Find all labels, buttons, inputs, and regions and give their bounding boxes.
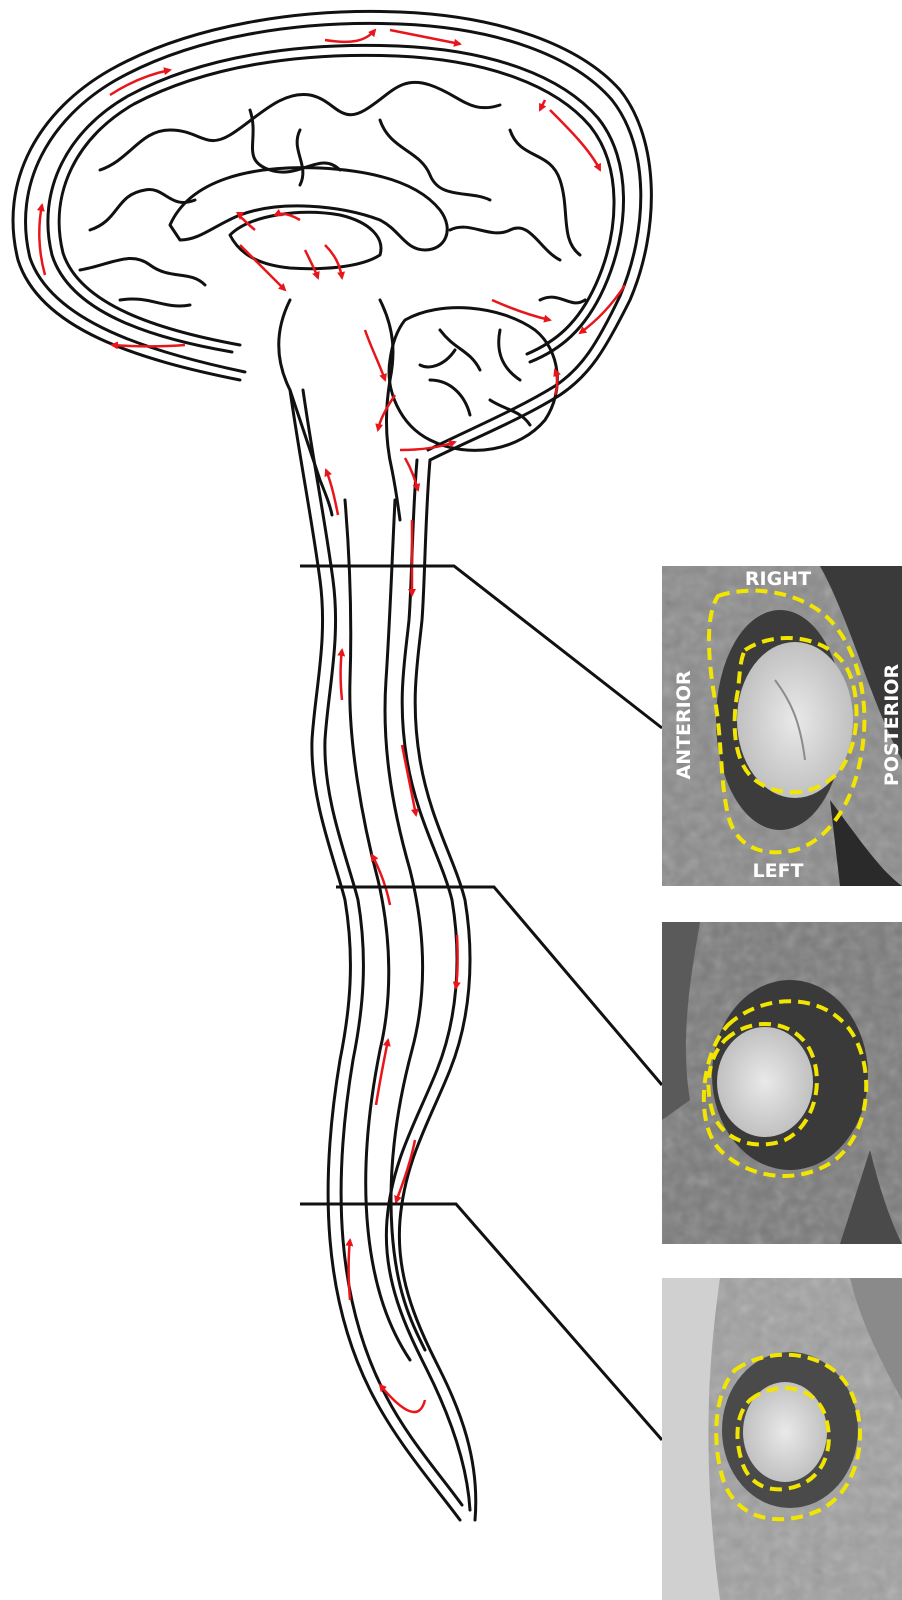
flow-arrow	[403, 457, 421, 492]
flow-arrow	[337, 648, 346, 701]
flow-arrow	[236, 211, 256, 231]
outer-roi-outline	[714, 1352, 862, 1522]
level-line-middle	[336, 885, 664, 1086]
flow-arrow	[553, 368, 561, 396]
csf-flow-arrows	[36, 28, 627, 1414]
label-right: RIGHT	[745, 568, 811, 590]
flow-arrow	[491, 298, 552, 323]
level-line-upper	[300, 564, 663, 730]
flow-arrow	[399, 440, 457, 452]
mri-panel-upper: RIGHT LEFT ANTERIOR POSTERIOR	[662, 566, 902, 886]
mri-panel-lower	[662, 1278, 902, 1600]
flow-arrow	[378, 1383, 427, 1414]
flow-arrow	[375, 394, 397, 432]
level-line-lower	[300, 1202, 664, 1441]
flow-arrow	[538, 99, 547, 112]
spinal-cord-section	[743, 1382, 827, 1482]
flow-arrow	[578, 284, 627, 335]
flow-arrow	[549, 109, 602, 172]
flow-arrow	[370, 853, 392, 906]
flow-arrow	[239, 244, 287, 292]
flow-arrow	[273, 208, 301, 222]
flow-arrow	[394, 1139, 417, 1204]
flow-arrow	[324, 468, 340, 516]
spinal-cord-section	[737, 642, 853, 798]
flow-arrow	[400, 744, 419, 817]
inner-roi-outline	[732, 636, 859, 795]
outer-roi-outline	[707, 588, 867, 855]
spinal-cord-outline	[288, 388, 478, 1522]
mri-panel-middle	[662, 922, 902, 1244]
label-posterior: POSTERIOR	[881, 664, 902, 787]
flow-arrow	[345, 1238, 354, 1301]
flow-arrow	[303, 249, 320, 280]
flow-arrow	[374, 1038, 391, 1106]
flow-arrow	[363, 329, 387, 382]
label-anterior: ANTERIOR	[673, 670, 695, 779]
flow-arrow	[324, 28, 377, 44]
label-left: LEFT	[752, 860, 803, 882]
spinal-cord-section	[717, 1027, 813, 1137]
flow-arrow	[389, 28, 462, 47]
flow-arrow	[324, 244, 346, 280]
flow-arrow	[110, 341, 186, 350]
level-indicator-lines	[300, 564, 664, 1441]
flow-arrow	[109, 67, 172, 97]
brain-outline	[11, 9, 653, 522]
flow-arrow	[36, 203, 47, 276]
outer-roi-outline	[701, 999, 869, 1178]
inner-roi-outline	[706, 1022, 819, 1147]
inner-roi-outline	[735, 1386, 831, 1492]
flow-arrow	[452, 934, 461, 990]
